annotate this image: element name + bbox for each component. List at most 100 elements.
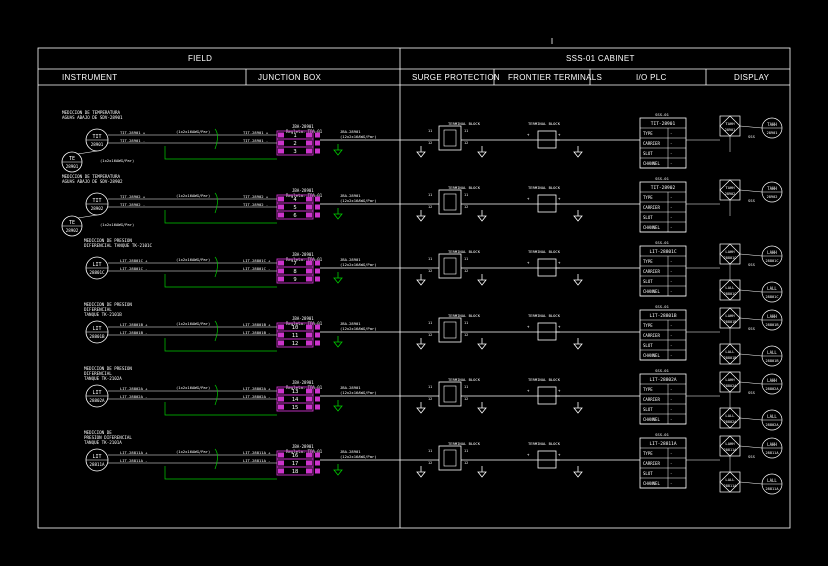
wire-tag: LIT-28801C + — [120, 258, 148, 263]
frontier-block — [537, 322, 557, 341]
field-cable-label: (1x2x16AWG/Par) — [176, 321, 210, 326]
jb-screw-left — [278, 140, 284, 146]
wire-tag: LIT-28801C - — [120, 266, 147, 271]
plc-row-label: TYPE — [643, 451, 653, 456]
jb-wire-tag: LIT-28801B - — [243, 330, 270, 335]
plc-row-label: CHANNEL — [643, 353, 660, 358]
frontier-term-tag: + — [527, 324, 530, 329]
plc-row-label: TYPE — [643, 195, 653, 200]
frontier-block — [537, 450, 557, 469]
jb-screw-far — [315, 140, 320, 146]
alarm-function: LAHH — [767, 250, 777, 255]
jb-terminal-number: 17 — [292, 461, 299, 467]
surge-term-tag: 12 — [464, 461, 468, 465]
jb-tag: JBA-28901 — [292, 316, 314, 321]
display-function: LAHH — [725, 377, 735, 382]
surge-term-tag: 12 — [428, 333, 432, 337]
header-surge-protection: SURGE PROTECTION — [412, 73, 500, 82]
shield-mark — [214, 192, 218, 214]
plc-tag: LIT-28801C — [649, 249, 676, 255]
plc-row-label: TYPE — [643, 387, 653, 392]
trunk-tag: JBA-28901 — [340, 385, 361, 390]
trunk-cable-label: (12x2x16AWG/Par) — [340, 454, 377, 459]
loop-description: TANQUE TK-2102A — [84, 376, 122, 381]
shield-mark — [214, 448, 218, 470]
jb-terminal-number: 1 — [293, 133, 296, 139]
instrument-function: TIT — [92, 134, 101, 140]
jb-screw-far — [315, 196, 320, 202]
display-function: LALL — [725, 285, 735, 290]
plc-row-label: CHANNEL — [643, 161, 660, 166]
surge-term-tag: 12 — [464, 397, 468, 401]
loop-description: TANQUE TK-2101A — [84, 440, 122, 445]
trunk-tag: JBA-28901 — [340, 257, 361, 262]
surge-block-label: TERMINAL BLOCK — [448, 185, 481, 190]
jb-terminal-number: 11 — [292, 333, 299, 339]
jb-screw-left — [278, 212, 284, 218]
instrument-function: LIT — [92, 390, 101, 396]
shield-mark — [214, 384, 218, 406]
ground-icon — [416, 471, 426, 478]
plc-row-value: - — [670, 451, 672, 456]
plc-tag: LIT-28811A — [649, 441, 676, 447]
instrument-function: TIT — [92, 198, 101, 204]
jb-screw-far — [315, 276, 320, 282]
surge-term-tag: 11 — [428, 385, 432, 389]
surge-element — [443, 257, 457, 275]
trunk-tag: JBA-28901 — [340, 449, 361, 454]
ground-icon — [416, 343, 426, 350]
jb-screw-right — [306, 324, 312, 330]
trunk-tag: JBA-28901 — [340, 321, 361, 326]
jb-screw-right — [306, 468, 312, 474]
alarm-number: 28801C — [766, 295, 779, 299]
alarm-number: 28801B — [766, 323, 779, 327]
jb-screw-far — [315, 212, 320, 218]
display-diamond — [719, 115, 741, 137]
wire-tag: LIT-28801B - — [120, 330, 147, 335]
jb-wire-tag: LIT-28801C - — [243, 266, 270, 271]
sss-tag: SSS — [748, 134, 756, 139]
jb-wire-tag: TIT-28902 - — [243, 202, 268, 207]
surge-term-tag: 11 — [464, 257, 468, 261]
loop-description: AGUAS ABAJO DE SDV-28901 — [62, 115, 123, 120]
ground-icon — [333, 405, 343, 412]
ground-icon — [416, 215, 426, 222]
jb-wire-tag: TIT-28902 + — [243, 194, 269, 199]
frontier-block — [537, 130, 557, 149]
plc-row-value: - — [670, 343, 672, 348]
alarm-function: TAHH — [767, 186, 777, 191]
jb-terminal — [276, 274, 314, 284]
jb-tag: JBA-28901 — [292, 444, 314, 449]
jb-terminal-number: 4 — [293, 197, 297, 203]
display-diamond — [719, 371, 741, 393]
shield-mark — [214, 256, 218, 278]
jb-screw-left — [278, 460, 284, 466]
jb-terminal-number: 8 — [293, 269, 296, 275]
plc-row-value: - — [670, 323, 672, 328]
surge-block — [438, 381, 462, 407]
display-number: 28801C — [724, 256, 737, 260]
jb-screw-right — [306, 132, 312, 138]
sss-tag: SSS — [748, 454, 756, 459]
plc-ref: SSS-01 — [655, 368, 669, 373]
instrument-function: LIT — [92, 326, 101, 332]
alarm-number: 28811A — [766, 451, 780, 455]
jb-screw-right — [306, 140, 312, 146]
display-number: 28801C — [724, 292, 737, 296]
alarm-function: LAHH — [767, 378, 777, 383]
ground-icon — [477, 407, 487, 414]
alarm-function: LAHH — [767, 442, 777, 447]
field-cable-label: (1x2x16AWG/Par) — [176, 193, 210, 198]
loop-description: MEDICION DE TEMPERATURA — [62, 174, 120, 179]
frontier-term-tag: + — [527, 132, 530, 137]
jb-terminal — [276, 210, 314, 220]
wire-tag: TIT-28902 + — [120, 194, 146, 199]
header-frontier-terminals: FRONTIER TERMINALS — [508, 73, 603, 82]
display-number: 28901 — [725, 128, 736, 132]
wire-tag: LIT-28801B + — [120, 322, 148, 327]
display-diamond — [719, 307, 741, 329]
ground-icon — [477, 151, 487, 158]
surge-term-tag: 12 — [464, 269, 468, 273]
